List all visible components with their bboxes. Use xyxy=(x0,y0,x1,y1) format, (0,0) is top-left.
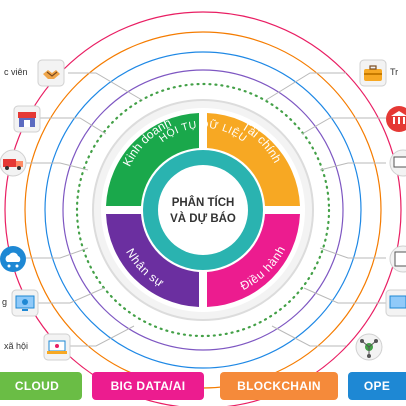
quadrant-dieu-hanh[interactable] xyxy=(207,214,300,307)
left-item-label-5: g xyxy=(2,297,8,307)
monitor-gear-icon[interactable] xyxy=(11,289,39,317)
network-node-icon[interactable] xyxy=(355,333,383,361)
document-icon[interactable] xyxy=(389,245,406,273)
delivery-truck-icon[interactable] xyxy=(0,149,27,177)
quadrant-kinh-doanh[interactable] xyxy=(106,113,199,206)
tech-bar-blockchain[interactable]: BLOCKCHAIN xyxy=(220,372,338,400)
quadrant-nhan-su[interactable] xyxy=(106,214,199,307)
tech-bar-bigdata-ai[interactable]: BIG DATA/AI xyxy=(92,372,204,400)
quadrant-tai-chinh[interactable] xyxy=(207,113,300,206)
outer-ring-1 xyxy=(4,11,402,406)
tech-bar-cloud[interactable]: CLOUD xyxy=(0,372,82,400)
cloud-network-icon[interactable] xyxy=(0,246,26,272)
cloud-monitor-icon[interactable] xyxy=(385,289,406,317)
bank-icon[interactable] xyxy=(386,106,406,132)
outer-ring-3 xyxy=(44,51,362,369)
handshake-icon[interactable] xyxy=(37,59,65,87)
chart-monitor-icon[interactable] xyxy=(389,149,406,177)
briefcase-icon[interactable] xyxy=(359,59,387,87)
tech-bar-open[interactable]: OPE xyxy=(348,372,406,400)
storefront-icon[interactable] xyxy=(13,105,41,133)
center-title-line2: VÀ DỰ BÁO xyxy=(170,212,236,225)
tech-bar-cloud-label: CLOUD xyxy=(14,379,60,393)
center-title-line1: PHÂN TÍCH xyxy=(172,196,235,209)
outer-ring-4 xyxy=(62,69,344,351)
dotted-ring xyxy=(75,82,331,338)
left-item-label-1: c viên xyxy=(4,67,28,77)
right-item-label-1: Tr xyxy=(390,67,399,77)
left-item-label-6: xã hội xyxy=(4,341,29,351)
social-laptop-icon[interactable] xyxy=(43,333,71,361)
center-disc xyxy=(158,165,248,255)
connector-lines xyxy=(20,72,386,347)
tech-bar-blockchain-label: BLOCKCHAIN xyxy=(237,379,321,393)
tech-bar-open-label: OPE xyxy=(363,379,391,393)
tech-bar-bigdata-ai-label: BIG DATA/AI xyxy=(110,379,186,393)
